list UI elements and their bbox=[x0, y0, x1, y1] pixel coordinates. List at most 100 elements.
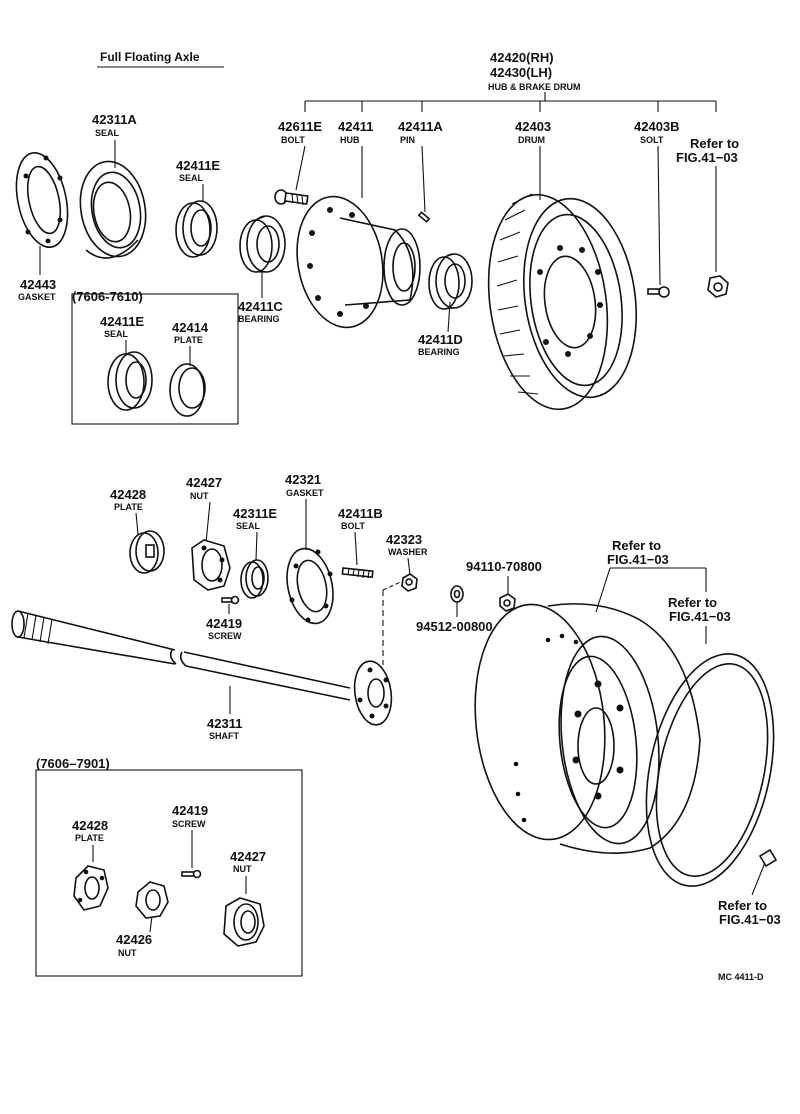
gasket-42443 bbox=[15, 151, 69, 249]
drum-42403-pn: 42403 bbox=[515, 119, 551, 134]
group-label-7606-7901: (7606–7901) bbox=[36, 756, 110, 771]
nut-refer-upper bbox=[707, 275, 729, 298]
nut-42427 bbox=[191, 539, 231, 591]
plate-42414-name: PLATE bbox=[174, 335, 203, 345]
bolt-42403b-pn: 42403B bbox=[634, 119, 680, 134]
refer-to-upper: Refer to bbox=[690, 136, 739, 151]
pin-42411a bbox=[417, 211, 431, 223]
gasket-42321-name: GASKET bbox=[286, 488, 324, 498]
bearing-42411c bbox=[239, 215, 286, 273]
gasket-42321-pn: 42321 bbox=[285, 472, 321, 487]
nut-42426-group bbox=[135, 881, 169, 919]
screw-42419-pn: 42419 bbox=[206, 616, 242, 631]
shaft-42311 bbox=[11, 610, 393, 726]
seal-42411e-group-pn: 42411E bbox=[100, 314, 144, 329]
hub-drum-pn-lh: 42430(LH) bbox=[490, 65, 552, 80]
leaders-middle bbox=[135, 499, 411, 714]
fig-ref-mid: FIG.41−03 bbox=[607, 552, 669, 567]
fig-ref-right: FIG.41−03 bbox=[669, 609, 731, 624]
nut-42426-group-pn: 42426 bbox=[116, 932, 152, 947]
leaders-upper bbox=[39, 140, 717, 333]
hub-drum-pn-rh: 42420(RH) bbox=[490, 50, 554, 65]
group-label-7606-7610: (7606-7610) bbox=[72, 289, 143, 304]
screw-42419-name: SCREW bbox=[208, 631, 242, 641]
nut-42427-pn: 42427 bbox=[186, 475, 222, 490]
nut-42427-group bbox=[223, 897, 265, 947]
seal-42411e-name: SEAL bbox=[179, 173, 204, 183]
screw-42419 bbox=[221, 595, 240, 605]
hub-42411-name: HUB bbox=[340, 135, 360, 145]
washer-94512 bbox=[450, 585, 464, 603]
bearing-42411d-name: BEARING bbox=[418, 347, 460, 357]
side-ring bbox=[645, 653, 778, 887]
hub-drum-name: HUB & BRAKE DRUM bbox=[488, 82, 581, 92]
p94110-pn: 94110-70800 bbox=[466, 559, 542, 574]
bolt-42411b-pn: 42411B bbox=[338, 506, 383, 521]
washer-42323-name: WASHER bbox=[388, 547, 428, 557]
seal-42311a bbox=[79, 160, 147, 259]
screw-42419-group-name: SCREW bbox=[172, 819, 206, 829]
bolt-42611e-pn: 42611E bbox=[278, 119, 322, 134]
bearing-42411d bbox=[428, 253, 473, 310]
drum-42403 bbox=[487, 193, 638, 411]
bearing-42411c-name: BEARING bbox=[238, 314, 280, 324]
bolt-42411b-name: BOLT bbox=[341, 521, 365, 531]
gasket-42443-name: GASKET bbox=[18, 292, 56, 302]
seal-42311e-name: SEAL bbox=[236, 521, 261, 531]
bolt-42611e bbox=[274, 189, 309, 206]
refer-to-mid: Refer to bbox=[612, 538, 661, 553]
seal-42411e-pn: 42411E bbox=[176, 158, 220, 173]
footer-code: MC 4411-D bbox=[718, 972, 764, 982]
seal-42411e bbox=[175, 200, 218, 258]
gasket-42321 bbox=[286, 547, 334, 625]
fig-ref-lower: FIG.41−03 bbox=[719, 912, 781, 927]
group-box-7606-7610 bbox=[71, 293, 239, 425]
drum-42403-name: DRUM bbox=[518, 135, 545, 145]
plate-42428-pn: 42428 bbox=[110, 487, 146, 502]
bolt-42403b bbox=[647, 286, 670, 298]
bearing-42411d-pn: 42411D bbox=[418, 332, 463, 347]
bolt-42611e-name: BOLT bbox=[281, 135, 305, 145]
diagram-title: Full Floating Axle bbox=[100, 50, 200, 64]
nut-42427-group-name: NUT bbox=[233, 864, 252, 874]
washer-42323 bbox=[401, 573, 418, 592]
shaft-42311-pn: 42311 bbox=[207, 716, 242, 731]
seal-42411e-group bbox=[107, 351, 153, 411]
pin-42411a-name: PIN bbox=[400, 135, 415, 145]
plate-42414-pn: 42414 bbox=[172, 320, 209, 335]
shaft-42311-name: SHAFT bbox=[209, 731, 239, 741]
refer-to-lower: Refer to bbox=[718, 898, 767, 913]
nut-42426-group-name: NUT bbox=[118, 948, 137, 958]
pin-42411a-pn: 42411A bbox=[398, 119, 443, 134]
bolt-42411b bbox=[341, 567, 374, 579]
gasket-42443-pn: 42443 bbox=[20, 277, 56, 292]
bearing-42411c-pn: 42411C bbox=[238, 299, 283, 314]
plate-42428-group bbox=[73, 865, 109, 911]
nut-42427-name: NUT bbox=[190, 491, 209, 501]
plate-42428-group-name: PLATE bbox=[75, 833, 104, 843]
seal-42311e bbox=[240, 559, 269, 599]
washer-42323-pn: 42323 bbox=[386, 532, 422, 547]
seal-42411e-group-name: SEAL bbox=[104, 329, 129, 339]
plate-42428 bbox=[129, 530, 165, 574]
refer-to-right: Refer to bbox=[668, 595, 717, 610]
group-box-7606-7901 bbox=[35, 769, 303, 977]
seal-42311a-pn: 42311A bbox=[92, 112, 137, 127]
plate-42414-group bbox=[169, 363, 206, 417]
leaders-wheel bbox=[456, 567, 767, 896]
plate-42428-name: PLATE bbox=[114, 502, 143, 512]
p94512-pn: 94512-00800 bbox=[416, 619, 493, 634]
bolt-42403b-name: SOLT bbox=[640, 135, 664, 145]
nut-94110 bbox=[499, 593, 516, 612]
seal-42311a-name: SEAL bbox=[95, 128, 120, 138]
seal-42311e-pn: 42311E bbox=[233, 506, 277, 521]
leaders-group2 bbox=[92, 830, 247, 933]
screw-42419-group bbox=[181, 869, 202, 879]
plate-42428-group-pn: 42428 bbox=[72, 818, 108, 833]
fig-ref-upper: FIG.41−03 bbox=[676, 150, 738, 165]
hub-42411 bbox=[296, 195, 421, 329]
hub-drum-bracket bbox=[304, 92, 717, 112]
hub-42411-pn: 42411 bbox=[338, 119, 373, 134]
screw-42419-group-pn: 42419 bbox=[172, 803, 208, 818]
